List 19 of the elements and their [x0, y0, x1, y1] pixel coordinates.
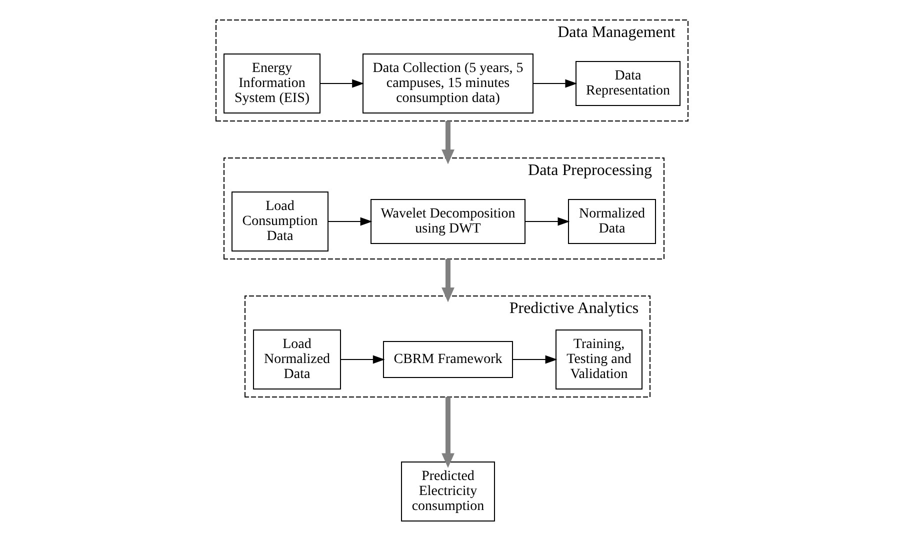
- arrow: [340, 355, 385, 364]
- node-box: Wavelet Decomposition using DWT: [370, 199, 526, 244]
- arrow: [320, 79, 364, 88]
- node-box: Load Normalized Data: [253, 330, 341, 390]
- node-box: Data Representation: [576, 61, 680, 106]
- node-box: Energy Information System (EIS): [224, 54, 320, 114]
- node-box: Predicted Electricity consumption: [401, 462, 495, 522]
- arrow: [442, 259, 454, 302]
- arrow: [512, 355, 558, 364]
- node-box: Normalized Data: [568, 199, 656, 244]
- arrow: [442, 121, 454, 164]
- node-box: Load Consumption Data: [232, 192, 328, 252]
- arrow: [524, 217, 570, 226]
- node-box: CBRM Framework: [383, 341, 513, 378]
- arrow: [328, 217, 372, 226]
- node-box: Training, Testing and Validation: [556, 330, 642, 390]
- arrow: [442, 397, 454, 468]
- arrow: [532, 79, 578, 88]
- node-box: Data Collection (5 years, 5 campuses, 15 minutes consumption data): [362, 54, 534, 114]
